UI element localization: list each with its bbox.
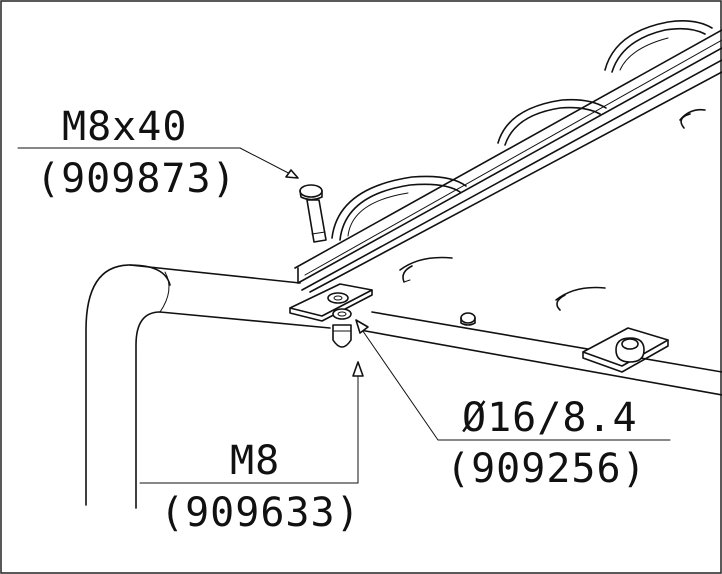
leaders [17,147,671,484]
bolt [299,184,327,243]
callout-nut: M8 (909633) [160,438,361,536]
bolt-part-label: (909873) [36,156,237,202]
rail-channel [294,29,722,293]
nut-part-label: (909633) [160,490,361,536]
wheels [331,20,713,241]
callout-washer: Ø16/8.4 (909256) [446,395,647,492]
right-bracket [582,327,669,373]
bolt-size-label: M8x40 [62,104,187,150]
washer-size-label: Ø16/8.4 [462,395,638,441]
tube-frame [85,264,722,509]
base-plate [399,108,706,326]
nut-size-label: M8 [230,438,280,484]
washer-part-label: (909256) [446,446,647,492]
left-bracket [289,283,373,348]
callout-bolt: M8x40 (909873) [36,104,237,202]
